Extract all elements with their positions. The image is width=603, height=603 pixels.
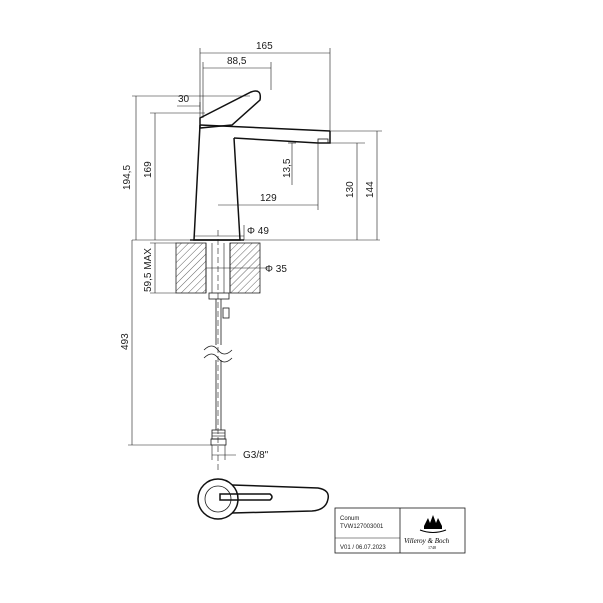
dimension-lines	[128, 48, 382, 460]
product-name: Conum	[340, 516, 359, 522]
dim-169: 169	[143, 161, 154, 178]
dim-g3-8: G3/8"	[243, 450, 269, 461]
version-date: V01 / 06.07.2023	[340, 545, 386, 551]
brand-established: 1748	[428, 545, 436, 550]
dim-130: 130	[345, 181, 356, 198]
supply-hose	[203, 320, 233, 446]
faucet-top-view	[197, 478, 330, 520]
dim-59-5-max: 59,5 MAX	[143, 248, 154, 292]
dim-30: 30	[178, 94, 190, 105]
faucet-side-view	[190, 90, 331, 241]
title-block: Conum TVW127003001 V01 / 06.07.2023 Vill…	[334, 507, 466, 554]
fixing-nut	[208, 292, 230, 320]
dim-165: 165	[256, 41, 273, 52]
dim-144: 144	[365, 181, 376, 198]
villeroy-boch-logo: Villeroy & Boch 1748	[404, 515, 450, 550]
dimension-labels: 165 88,5 30 194,5 169 13,5 130 144 129 Φ…	[120, 41, 376, 461]
dim-493: 493	[120, 333, 131, 350]
dim-13-5: 13,5	[282, 158, 293, 178]
dim-88-5: 88,5	[227, 56, 247, 67]
dim-129: 129	[260, 193, 277, 204]
dim-phi-35: Φ 35	[265, 264, 287, 275]
brand-name: Villeroy & Boch	[404, 537, 450, 545]
article-number: TVW127003001	[340, 524, 384, 530]
dim-194-5: 194,5	[122, 165, 133, 190]
dim-phi-49: Φ 49	[247, 226, 269, 237]
